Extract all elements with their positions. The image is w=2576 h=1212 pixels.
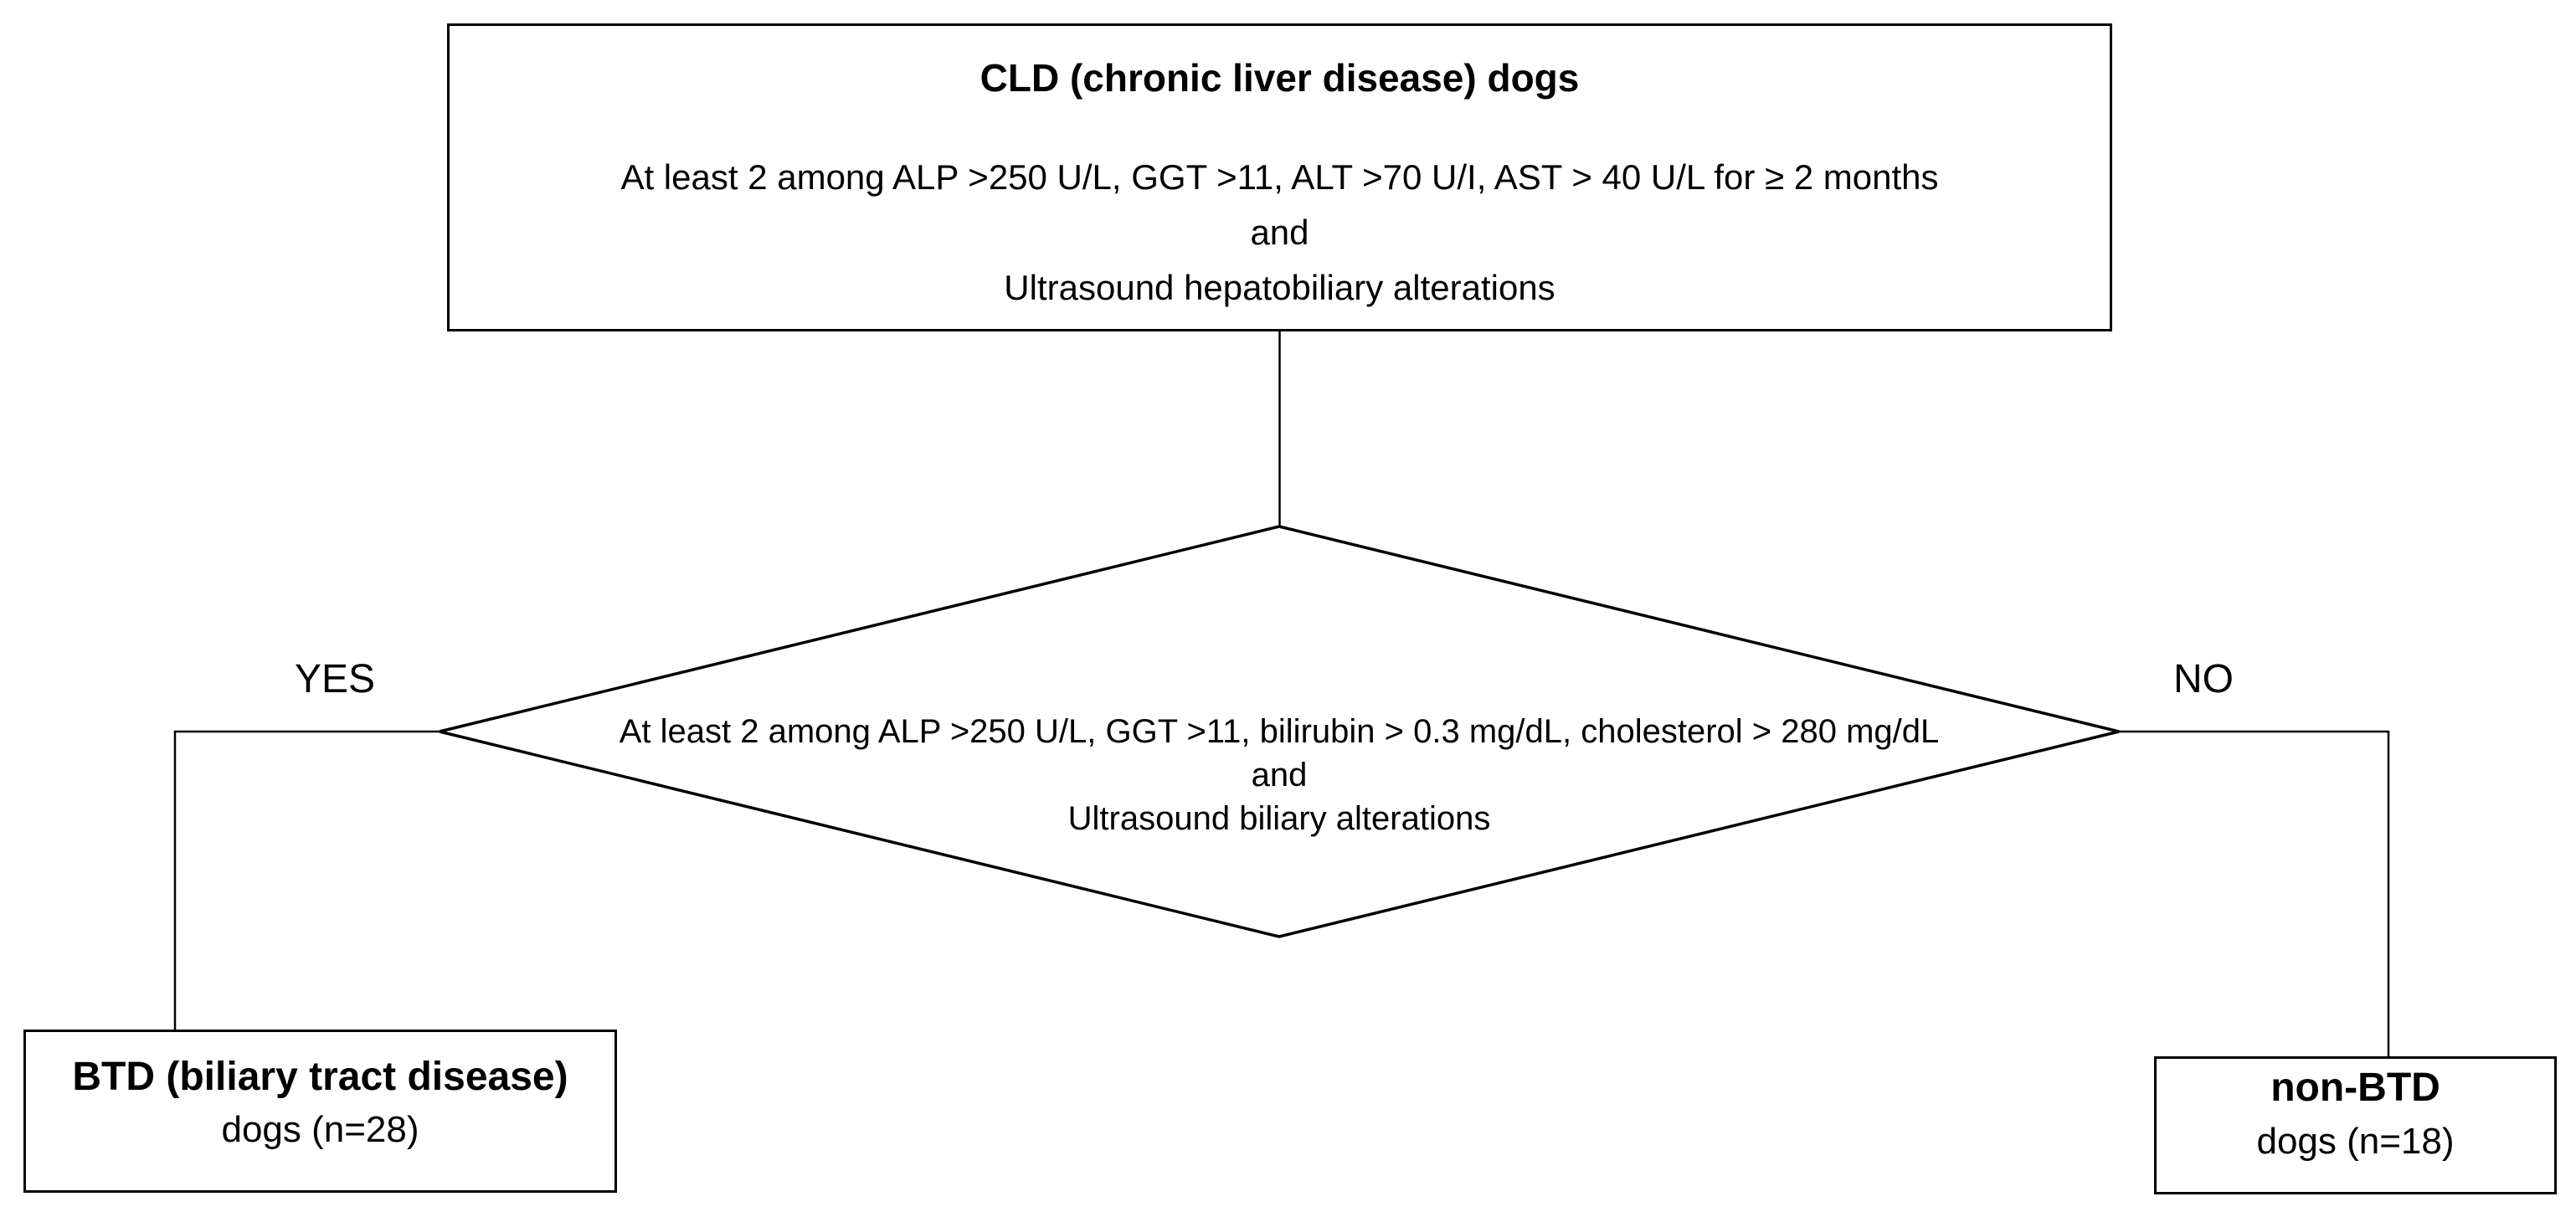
connector-yes-branch bbox=[173, 730, 440, 1030]
non-btd-box: non-BTD dogs (n=18) bbox=[2154, 1056, 2557, 1194]
btd-box: BTD (biliary tract disease) dogs (n=28) bbox=[23, 1030, 617, 1193]
cld-box-conjunction: and bbox=[1250, 213, 1309, 252]
cld-box-title: CLD (chronic liver disease) dogs bbox=[979, 56, 1580, 100]
decision-diamond-shape bbox=[439, 525, 2120, 938]
no-branch-label: NO bbox=[2173, 657, 2234, 701]
decision-ultrasound: Ultrasound biliary alterations bbox=[1067, 800, 1491, 837]
cld-box-criteria: At least 2 among ALP >250 U/L, GGT >11, … bbox=[620, 157, 1939, 197]
connector-no-branch bbox=[2119, 730, 2390, 1057]
non-btd-box-title: non-BTD bbox=[2270, 1065, 2440, 1110]
non-btd-box-subtitle: dogs (n=18) bbox=[2256, 1120, 2455, 1162]
decision-conjunction: and bbox=[1251, 757, 1308, 793]
yes-branch-label: YES bbox=[294, 657, 376, 701]
cld-box: CLD (chronic liver disease) dogs At leas… bbox=[447, 23, 2112, 331]
decision-diamond-text: At least 2 among ALP >250 U/L, GGT >11, … bbox=[440, 710, 2119, 840]
btd-box-subtitle: dogs (n=28) bbox=[221, 1108, 419, 1150]
cld-box-ultrasound: Ultrasound hepatobiliary alterations bbox=[1004, 268, 1555, 307]
btd-box-title: BTD (biliary tract disease) bbox=[72, 1054, 568, 1099]
decision-criteria: At least 2 among ALP >250 U/L, GGT >11, … bbox=[619, 713, 1940, 750]
